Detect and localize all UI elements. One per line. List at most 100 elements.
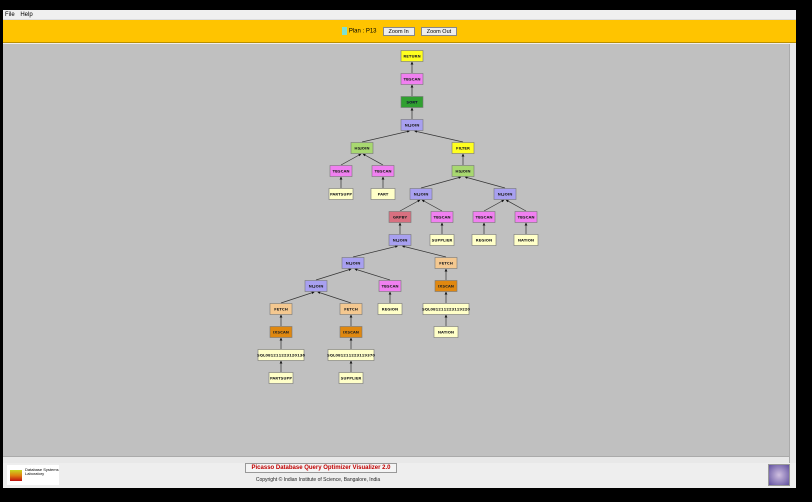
iisc-logo: [768, 464, 790, 486]
plan-node-partsupp[interactable]: PARTSUPP: [268, 372, 294, 384]
plan-node-nljoin[interactable]: NLJOIN: [341, 257, 365, 269]
plan-edge: [505, 199, 527, 212]
plan-node-box: [339, 303, 363, 315]
plan-node-label: SORT: [406, 99, 418, 104]
plan-node-region[interactable]: REGION: [471, 234, 497, 246]
plan-node-grpby[interactable]: GRPBY: [388, 211, 412, 223]
menu-help[interactable]: Help: [20, 12, 33, 18]
plan-edge: [420, 176, 462, 189]
plan-node-fetch[interactable]: FETCH: [339, 303, 363, 315]
zoom-in-button[interactable]: Zoom In: [382, 26, 415, 36]
vertical-scrollbar[interactable]: [789, 44, 796, 466]
plan-node-fetch[interactable]: FETCH: [269, 303, 293, 315]
plan-node-box: [422, 303, 470, 315]
plan-node-box: [377, 303, 403, 315]
plan-node-box: [434, 280, 458, 292]
plan-node-filter[interactable]: FILTER: [451, 142, 475, 154]
plan-node-nljoin[interactable]: NLJOIN: [304, 280, 328, 292]
plan-edge: [317, 291, 352, 304]
plan-node-sort[interactable]: SORT: [400, 96, 424, 108]
copyright-text: Copyright © Indian Institute of Science,…: [255, 477, 381, 483]
plan-node-label: IXSCAN: [273, 329, 289, 334]
plan-node-box: [257, 349, 305, 361]
plan-node-nation[interactable]: NATION: [433, 326, 459, 338]
plan-node-box: [341, 257, 365, 269]
plan-node-label: IXSCAN: [343, 329, 359, 334]
plan-node-tbscan[interactable]: TBSCAN: [378, 280, 402, 292]
plan-node-label: FETCH: [344, 306, 358, 311]
plan-node-label: NLJOIN: [346, 260, 361, 265]
plan-node-nljoin[interactable]: NLJOIN: [388, 234, 412, 246]
plan-edge: [483, 199, 505, 212]
plan-node-region[interactable]: REGION: [377, 303, 403, 315]
dsl-logo-text: Database Systems Laboratory: [25, 467, 59, 476]
plan-edge: [401, 245, 447, 258]
plan-node-box: [338, 372, 364, 384]
plan-node-box: [433, 326, 459, 338]
app-title-button[interactable]: Picasso Database Query Optimizer Visuali…: [245, 463, 397, 473]
plan-node-box: [400, 73, 424, 85]
plan-node-ixscan[interactable]: IXSCAN: [269, 326, 293, 338]
plan-node-box: [329, 165, 353, 177]
plan-node-hsjoin[interactable]: HSJOIN: [350, 142, 374, 154]
plan-node-label: TBSCAN: [332, 168, 349, 173]
plan-node-label: NLJOIN: [405, 122, 420, 127]
plan-node-nation[interactable]: NATION: [513, 234, 539, 246]
zoom-out-button[interactable]: Zoom Out: [420, 26, 458, 36]
plan-node-label: TBSCAN: [475, 214, 492, 219]
plan-node-label: REGION: [476, 237, 492, 242]
plan-edge: [421, 199, 443, 212]
plan-node-label: REGION: [382, 306, 398, 311]
plan-node-sql081211223119370[interactable]: SQL081211223119370: [327, 349, 375, 361]
plan-node-label: NLJOIN: [393, 237, 408, 242]
plan-node-sql081211223120136[interactable]: SQL081211223120136: [257, 349, 305, 361]
plan-node-box: [339, 326, 363, 338]
plan-node-supplier[interactable]: SUPPLIER: [429, 234, 455, 246]
plan-node-nljoin[interactable]: NLJOIN: [409, 188, 433, 200]
plan-edge: [362, 153, 384, 166]
dsl-logo-mark: [10, 470, 22, 481]
plan-node-tbscan[interactable]: TBSCAN: [371, 165, 395, 177]
plan-node-nljoin[interactable]: NLJOIN: [400, 119, 424, 131]
plan-node-tbscan[interactable]: TBSCAN: [472, 211, 496, 223]
plan-node-part[interactable]: PART: [370, 188, 396, 200]
plan-node-label: NATION: [438, 329, 454, 334]
plan-node-ixscan[interactable]: IXSCAN: [339, 326, 363, 338]
plan-node-sql081211223119220[interactable]: SQL081211223119220: [422, 303, 470, 315]
plan-tree: RETURN TBSCAN SORT NLJOIN HSJOIN FILTER TBSCAN…: [257, 50, 539, 384]
plan-node-box: [400, 96, 424, 108]
plan-node-label: TBSCAN: [433, 214, 450, 219]
plan-tree-canvas[interactable]: RETURN TBSCAN SORT NLJOIN HSJOIN FILTER TBSCAN…: [3, 44, 789, 466]
plan-node-label: TBSCAN: [403, 76, 420, 81]
plan-node-label: IXSCAN: [438, 283, 454, 288]
plan-node-label: HSJOIN: [354, 145, 369, 150]
plan-node-box: [268, 372, 294, 384]
plan-node-box: [471, 234, 497, 246]
plan-node-box: [429, 234, 455, 246]
plan-node-box: [269, 303, 293, 315]
menu-bar: File Help: [3, 10, 796, 20]
plan-node-return[interactable]: RETURN: [400, 50, 424, 62]
plan-node-tbscan[interactable]: TBSCAN: [430, 211, 454, 223]
plan-node-tbscan[interactable]: TBSCAN: [400, 73, 424, 85]
plan-node-label: FILTER: [456, 145, 470, 150]
menu-file[interactable]: File: [5, 12, 15, 18]
plan-node-tbscan[interactable]: TBSCAN: [514, 211, 538, 223]
plan-node-ixscan[interactable]: IXSCAN: [434, 280, 458, 292]
plan-node-box: [513, 234, 539, 246]
plan-color-swatch: [341, 27, 347, 35]
plan-node-label: SQL081211223120136: [257, 352, 305, 357]
plan-edge: [315, 268, 352, 281]
plan-node-label: HSJOIN: [455, 168, 470, 173]
horizontal-scrollbar[interactable]: [3, 456, 789, 463]
plan-node-supplier[interactable]: SUPPLIER: [338, 372, 364, 384]
plan-node-nljoin[interactable]: NLJOIN: [493, 188, 517, 200]
plan-node-partsupp[interactable]: PARTSUPP: [328, 188, 354, 200]
plan-node-label: PART: [378, 191, 389, 196]
plan-node-box: [327, 349, 375, 361]
plan-node-hsjoin[interactable]: HSJOIN: [451, 165, 475, 177]
plan-node-label: SQL081211223119220: [422, 306, 470, 311]
plan-node-fetch[interactable]: FETCH: [434, 257, 458, 269]
plan-node-tbscan[interactable]: TBSCAN: [329, 165, 353, 177]
plan-label: Plan : P13: [348, 28, 377, 35]
